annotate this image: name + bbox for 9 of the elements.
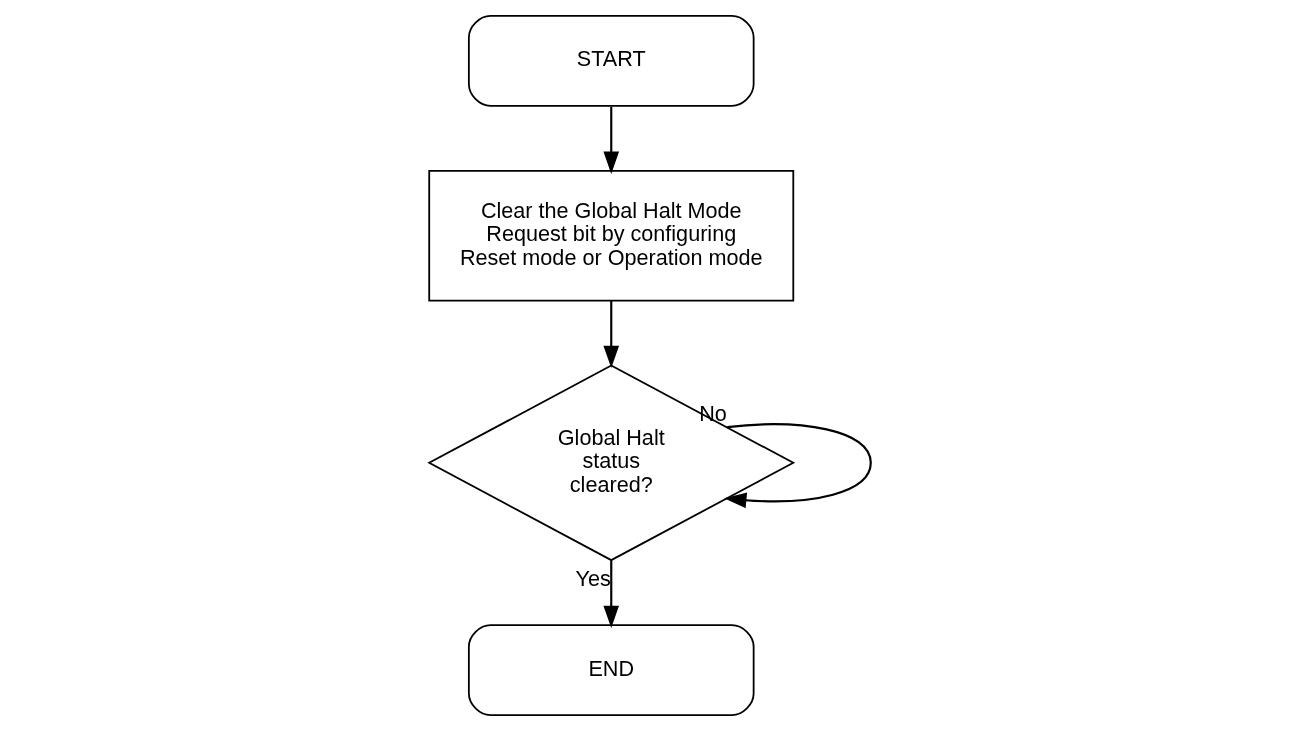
node-box: Clear the Global Halt Mode Request bit by configuring Reset mode or Operation mode (428, 169, 795, 302)
node-box: END (467, 624, 755, 717)
arrow (603, 106, 620, 174)
arrow (724, 423, 872, 509)
edge-label: Yes (575, 566, 611, 592)
arrow (603, 301, 620, 369)
arrow (603, 560, 620, 628)
edge-label: No (699, 401, 727, 427)
node-box: START (467, 14, 755, 107)
